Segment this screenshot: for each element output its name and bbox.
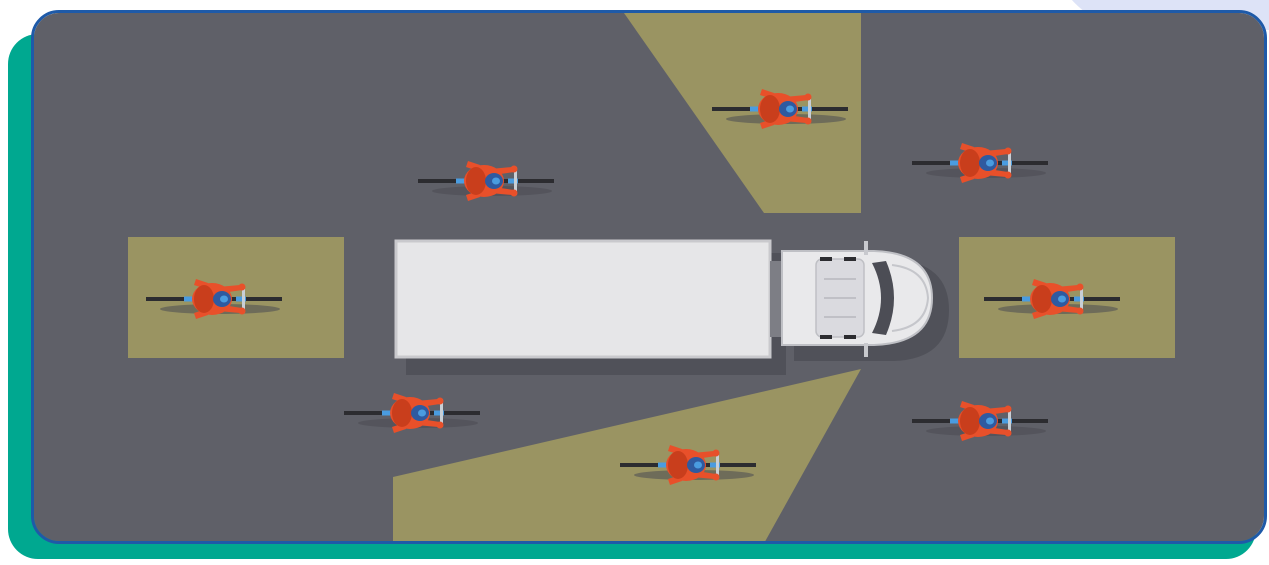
blind-spot-diagram [34, 13, 1264, 541]
truck-cab [781, 241, 934, 357]
road-panel [31, 10, 1267, 544]
blind-spot-passenger-side [393, 369, 861, 541]
trailer [394, 239, 772, 359]
truck-coupling [770, 261, 784, 337]
blind-spot-driver-angle [624, 13, 861, 213]
